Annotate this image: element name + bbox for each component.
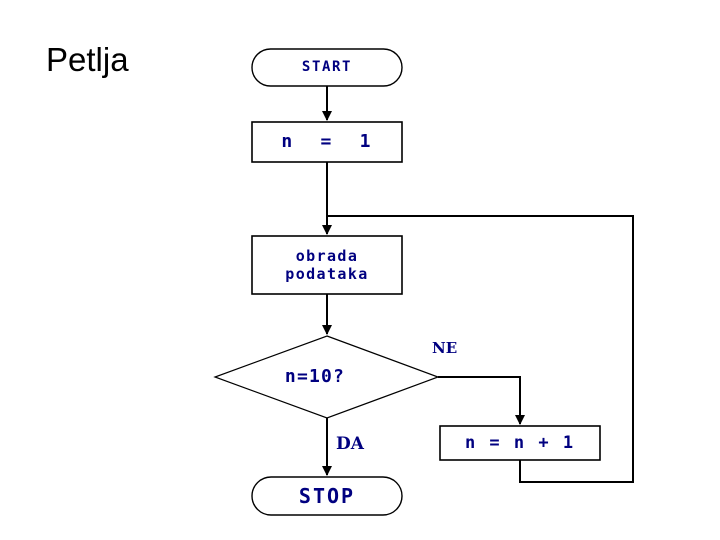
- stop-node-shape: [251, 476, 403, 516]
- start-node-shape: [251, 48, 403, 87]
- increment-node-shape: [439, 425, 601, 461]
- process-node-shape: [251, 235, 403, 295]
- decision-node-shape: [213, 335, 440, 419]
- connector-increment-loop-back-to-process: [327, 215, 634, 483]
- page-title: Petlja: [46, 41, 129, 78]
- init-node-shape: [251, 121, 403, 163]
- connector-decision-no-to-increment: [438, 376, 525, 425]
